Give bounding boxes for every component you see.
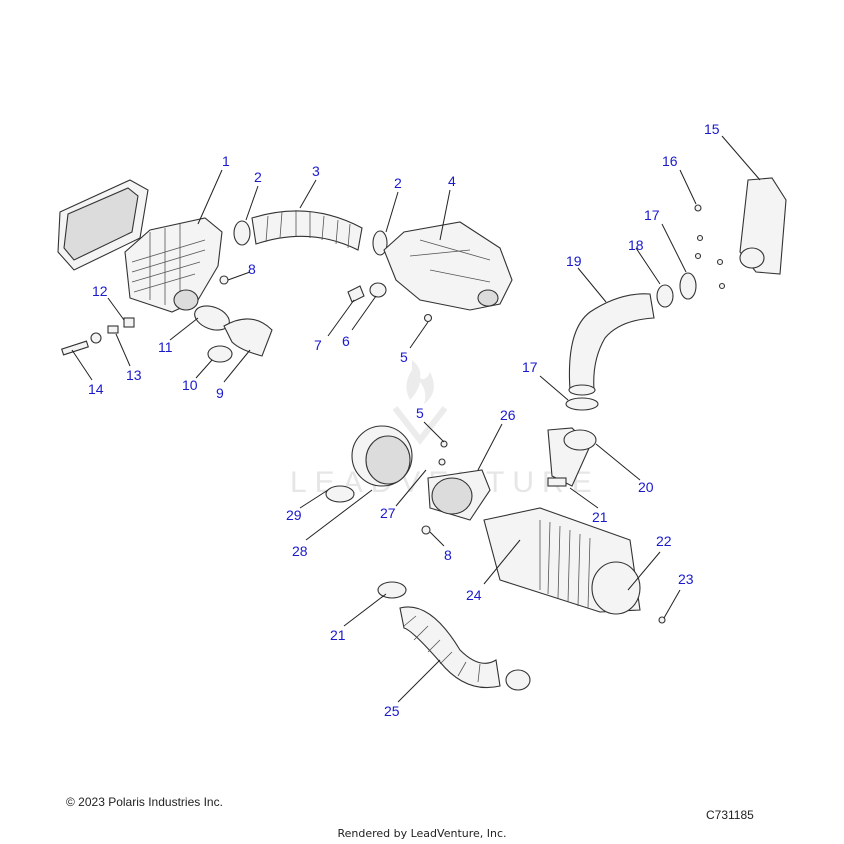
diagram-id: C731185 [706,808,754,822]
copyright-text: © 2023 Polaris Industries Inc. [66,795,223,809]
elbow-tube [565,272,697,411]
callout-10[interactable]: 10 [182,377,198,393]
callout-29[interactable]: 29 [286,507,302,523]
resonator [739,177,787,275]
callout-3[interactable]: 3 [312,163,320,179]
callout-8b[interactable]: 8 [444,547,452,563]
callout-25[interactable]: 25 [384,703,400,719]
callout-15[interactable]: 15 [704,121,720,137]
callout-7[interactable]: 7 [314,337,322,353]
callout-5b[interactable]: 5 [416,405,424,421]
callout-18[interactable]: 18 [628,237,644,253]
callout-19[interactable]: 19 [566,253,582,269]
callout-16[interactable]: 16 [662,153,678,169]
intake-tube-assembly [233,210,388,256]
callout-4[interactable]: 4 [448,173,456,189]
callout-9[interactable]: 9 [216,385,224,401]
throttle-housing [383,221,513,311]
callout-11[interactable]: 11 [158,339,173,355]
callout-17b[interactable]: 17 [522,359,538,375]
callout-24[interactable]: 24 [466,587,482,603]
callout-2a[interactable]: 2 [254,169,262,185]
callout-13[interactable]: 13 [126,367,142,383]
small-hardware [61,204,726,363]
callout-21b[interactable]: 21 [330,627,346,643]
callout-6[interactable]: 6 [342,333,350,349]
callout-26[interactable]: 26 [500,407,516,423]
airbox-assembly [57,179,223,313]
callout-22[interactable]: 22 [656,533,672,549]
rendered-by-text: Rendered by LeadVenture, Inc. [337,827,507,840]
callout-17a[interactable]: 17 [644,207,660,223]
callout-1[interactable]: 1 [222,153,230,169]
callout-28[interactable]: 28 [292,543,308,559]
callout-2b[interactable]: 2 [394,175,402,191]
callout-23[interactable]: 23 [678,571,694,587]
callout-8a[interactable]: 8 [248,261,256,277]
callout-21a[interactable]: 21 [592,509,608,525]
lower-assembly [325,425,666,691]
callouts: 1 2 3 2 4 15 16 17 18 19 8 12 11 13 14 1… [71,121,761,719]
callout-14[interactable]: 14 [88,381,104,397]
callout-12[interactable]: 12 [92,283,108,299]
callout-20[interactable]: 20 [638,479,654,495]
callout-5a[interactable]: 5 [400,349,408,365]
callout-27[interactable]: 27 [380,505,396,521]
